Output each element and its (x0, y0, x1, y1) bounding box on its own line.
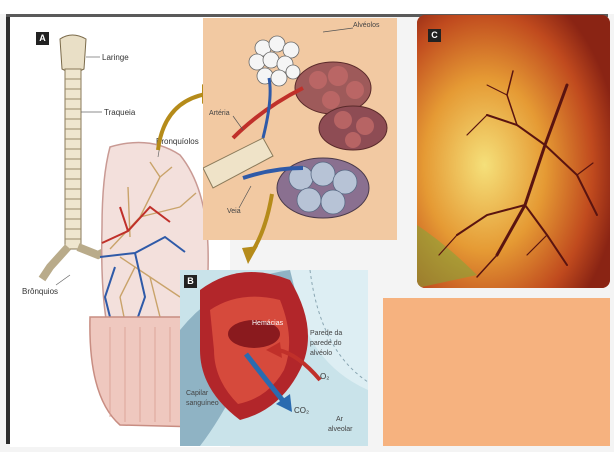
panel-b-badge: B (184, 275, 197, 288)
label-alveolos: Alvéolos (353, 22, 379, 29)
lung-cast-image (417, 15, 610, 288)
label-bronquios: Brônquios (22, 287, 58, 296)
label-capilar-line1: Capilar (186, 390, 208, 397)
label-laringe: Laringe (102, 53, 129, 62)
label-ar-line2: alveolar (328, 426, 353, 433)
label-parede-line1: Parede da (310, 330, 342, 337)
top-margin (0, 0, 614, 14)
alveoli-illustration (203, 18, 397, 240)
label-capilar-line2: sanguíneo (186, 400, 219, 407)
label-traqueia: Traqueia (104, 108, 135, 117)
label-parede-line3: alvéolo (310, 350, 332, 357)
label-o2: O₂ (320, 372, 329, 381)
blank-placeholder-box (383, 298, 610, 446)
panel-a-badge: A (36, 32, 49, 45)
panel-b-gas-exchange: B Hemácias Parede da parede do alvéolo O… (180, 270, 368, 446)
label-ar-line1: Ar (336, 416, 343, 423)
panel-c-lung-cast: C (417, 15, 610, 288)
curved-arrow-to-panel-b (236, 190, 286, 270)
label-arteria: Artéria (209, 110, 230, 117)
label-hemacias: Hemácias (252, 320, 283, 327)
panel-c-badge: C (428, 29, 441, 42)
panel-alveoli-detail: Alvéolos Artéria Veia (203, 18, 397, 240)
label-co2: CO₂ (294, 406, 309, 415)
label-parede-line2: parede do (310, 340, 342, 347)
